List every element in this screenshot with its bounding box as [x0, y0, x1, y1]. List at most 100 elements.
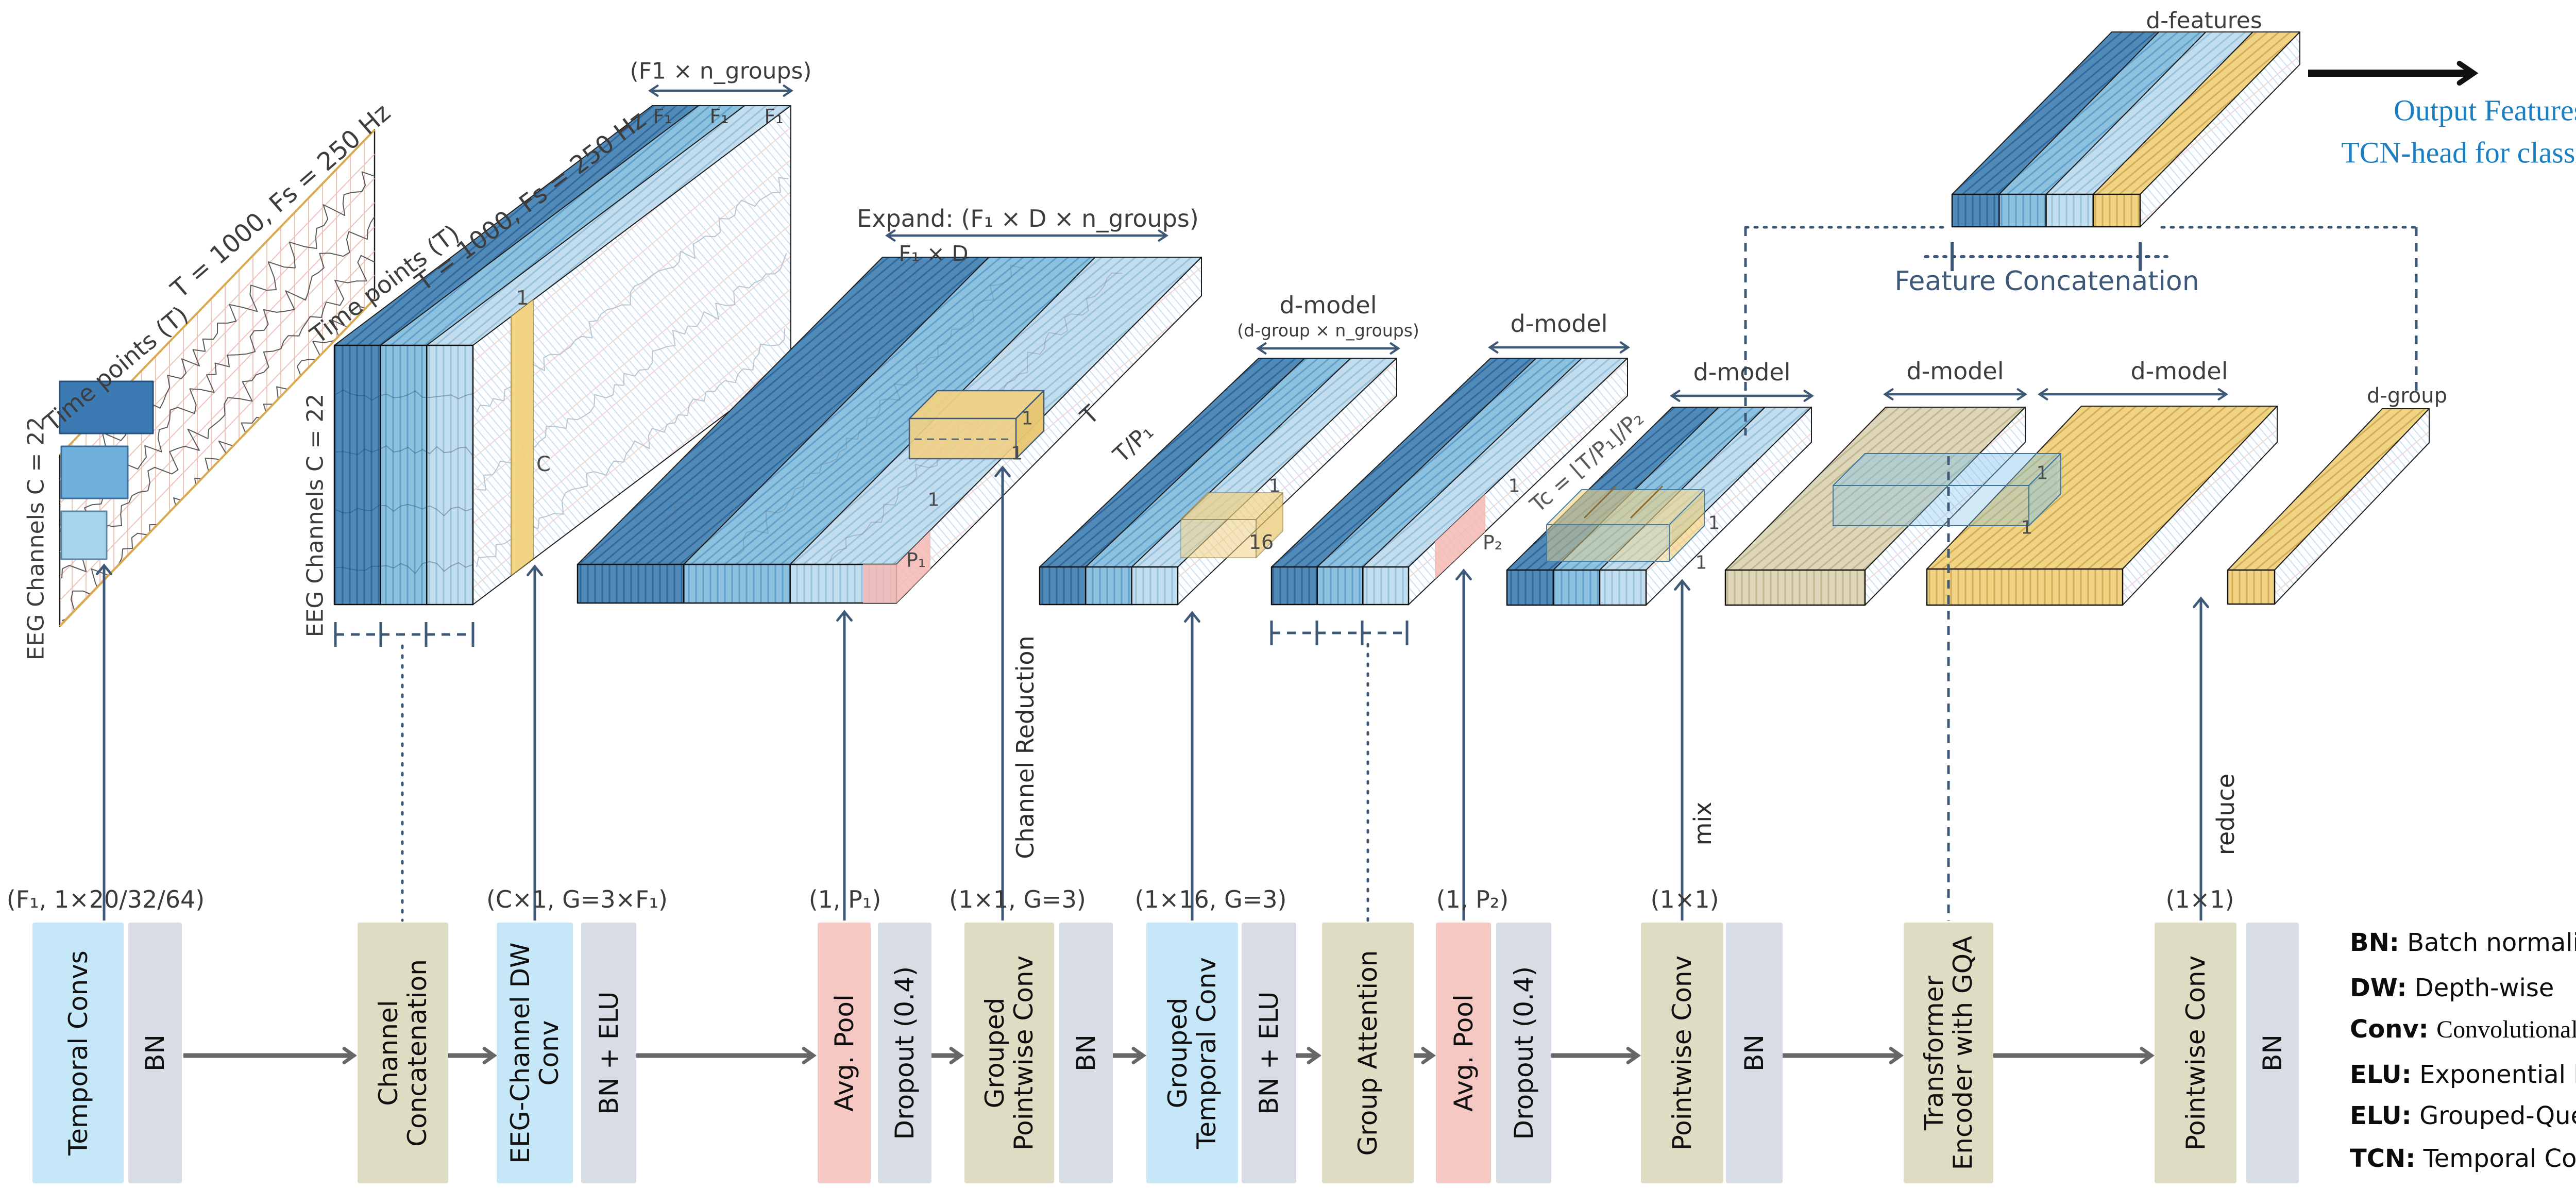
pipeline-param-pool1: (1, P₁)	[808, 885, 882, 913]
pipeline-box-label: Dropout (0.4)	[1509, 966, 1539, 1140]
tensor-reduced	[1926, 406, 2278, 606]
tc-one-top: 1	[1708, 512, 1720, 534]
tensor-channel-concat	[333, 105, 791, 606]
pipeline-box-avg-pool-1: Avg. Pool	[818, 923, 871, 1183]
concat-f1-label-2: F₁	[709, 105, 729, 128]
pipeline-param-pool2: (1, P₂)	[1436, 885, 1509, 913]
tensor-group-attn	[1270, 358, 1628, 606]
pipeline-box-label: Dropout (0.4)	[890, 966, 920, 1140]
pipeline-param-gtconv: (1×16, G=3)	[1134, 885, 1287, 913]
legend-item-gqa: ELU: Grouped-Query Attention	[2350, 1101, 2576, 1130]
reduced-one-bottom: 1	[2021, 517, 2033, 539]
tensor-dfeatures	[1951, 31, 2300, 228]
dashed-bracket	[334, 622, 474, 647]
legend-desc: Grouped-Query Attention	[2419, 1101, 2576, 1130]
dfeatures-label: d-features	[2146, 7, 2262, 34]
tensor-expand	[577, 257, 1202, 604]
legend-item-conv: Conv: Convolutional layer	[2350, 1015, 2576, 1044]
pipeline-box-label: BN + ELU	[594, 991, 624, 1115]
highlight-box-tc	[1546, 485, 1705, 562]
concat-channels-label: EEG Channels C = 22	[302, 393, 329, 638]
pipeline-param-pwconv2: (1×1)	[2165, 885, 2234, 913]
pipeline-box-pointwise-conv-2: Pointwise Conv	[2155, 923, 2236, 1183]
pipeline-box-dropout-1: Dropout (0.4)	[878, 923, 931, 1183]
pipeline-box-grouped-pointwise-conv: Grouped Pointwise Conv	[964, 923, 1054, 1183]
pipeline-box-label: Temporal Convs	[63, 950, 93, 1156]
output-text-line1: Output Features to	[2394, 93, 2576, 127]
legend-abbr: TCN:	[2350, 1144, 2416, 1173]
legend-item-bn: BN: Batch normalization	[2350, 928, 2576, 957]
legend-item-dw: DW: Depth-wise	[2350, 974, 2554, 1002]
reduced-one-top: 1	[2036, 462, 2048, 484]
feature-concatenation-label: Feature Concatenation	[1894, 266, 2199, 297]
legend-item-tcn: TCN: Temporal Conv Network	[2350, 1144, 2576, 1173]
pipeline-box-label: BN	[2258, 1034, 2287, 1072]
transformer-dmodel-label: d-model	[1906, 357, 2004, 385]
pipeline-box-label: Pointwise Conv	[2180, 955, 2211, 1151]
pipeline-box-group-attention: Group Attention	[1322, 923, 1414, 1183]
legend-abbr: ELU:	[2350, 1060, 2412, 1089]
expand-p1-label: P₁	[906, 549, 926, 572]
pipeline-box-grouped-temporal-conv: Grouped Temporal Conv	[1146, 923, 1238, 1183]
concat-c-marker: C	[536, 453, 551, 476]
legend-desc: Depth-wise	[2414, 974, 2554, 1002]
pooled-dmodel-label: d-model	[1279, 291, 1377, 319]
concat-f1-label-3: F₁	[764, 105, 784, 128]
pipeline-box-label: Channel Concatenation	[374, 959, 432, 1147]
mix-label: mix	[1689, 801, 1717, 846]
legend-desc: Exponential linear unit	[2419, 1060, 2576, 1089]
pooled-one-marker: 1	[1268, 475, 1281, 497]
expand-box-one-top: 1	[1021, 408, 1033, 429]
attn-one-marker: 1	[1508, 475, 1520, 497]
legend-desc: Temporal Conv Network	[2423, 1144, 2576, 1173]
pipeline-box-label: BN	[1739, 1034, 1769, 1072]
pipeline-param-pwconv1: (1×1)	[1650, 885, 1719, 913]
expand-p1-one: 1	[927, 489, 940, 511]
pipeline-box-label: Group Attention	[1353, 950, 1383, 1156]
concat-one-marker: 1	[516, 287, 529, 309]
attn-p2-label: P₂	[1482, 531, 1503, 554]
pooled-dgroup-label: (d-group × n_groups)	[1237, 320, 1419, 341]
reduce-label: reduce	[2212, 773, 2240, 856]
pipeline-box-label: BN	[1071, 1034, 1101, 1072]
pipeline-box-label: EEG-Channel DW Conv	[505, 942, 564, 1164]
pipeline-param-gpconv: (1×1, G=3)	[949, 885, 1086, 913]
legend-abbr: DW:	[2350, 974, 2407, 1002]
pipeline-box-label: Avg. Pool	[829, 994, 859, 1112]
tensor-dgroup-bar	[2227, 408, 2430, 605]
channel-reduction-label: Channel Reduction	[1011, 635, 1039, 859]
pipeline-box-label: Transformer Encoder with GQA	[1919, 935, 1978, 1170]
pipeline-box-bn-4: BN	[2246, 923, 2299, 1183]
legend-abbr: Conv:	[2350, 1015, 2429, 1044]
pipeline-box-avg-pool-2: Avg. Pool	[1436, 923, 1491, 1183]
pipeline-box-transformer-encoder-gqa: Transformer Encoder with GQA	[1904, 923, 1993, 1183]
pipeline-box-label: BN + ELU	[1254, 991, 1284, 1115]
highlight-box-tp1	[1180, 492, 1283, 558]
dashed-bracket	[1270, 621, 1409, 645]
concat-f1-label-1: F₁	[653, 105, 672, 128]
legend-abbr: ELU:	[2350, 1101, 2412, 1130]
legend-desc: Batch normalization	[2407, 928, 2576, 957]
tc-one-bottom: 1	[1695, 552, 1707, 574]
reduced-dmodel-label: d-model	[2130, 357, 2228, 385]
pipeline-box-label: BN	[140, 1034, 170, 1072]
expand-f1d-label: F₁ × D	[899, 241, 969, 266]
pipeline-param-temporal: (F₁, 1×20/32/64)	[6, 885, 205, 913]
output-text-line2: TCN-head for classification	[2341, 136, 2576, 170]
legend-desc: Convolutional layer	[2436, 1016, 2576, 1043]
expand-title-label: Expand: (F₁ × D × n_groups)	[857, 205, 1199, 232]
pipeline-box-label: Avg. Pool	[1448, 994, 1479, 1112]
pipeline-box-bn-1: BN	[128, 923, 182, 1183]
highlight-box-expand	[908, 390, 1045, 460]
dgroup-label: d-group	[2367, 384, 2447, 408]
pipeline-box-pointwise-conv-1: Pointwise Conv	[1641, 923, 1723, 1183]
pooled-sixteen-marker: 16	[1248, 531, 1274, 554]
pipeline-box-label: Pointwise Conv	[1667, 955, 1697, 1151]
legend-abbr: BN:	[2350, 928, 2399, 957]
pipeline-box-label: Grouped Temporal Conv	[1163, 957, 1222, 1149]
tensor-transformer-out	[1724, 407, 2026, 606]
pipeline-box-temporal-convs: Temporal Convs	[32, 923, 124, 1183]
highlight-box-reduced	[1833, 453, 2061, 526]
pipeline-box-eeg-channel-dw-conv: EEG-Channel DW Conv	[497, 923, 573, 1183]
